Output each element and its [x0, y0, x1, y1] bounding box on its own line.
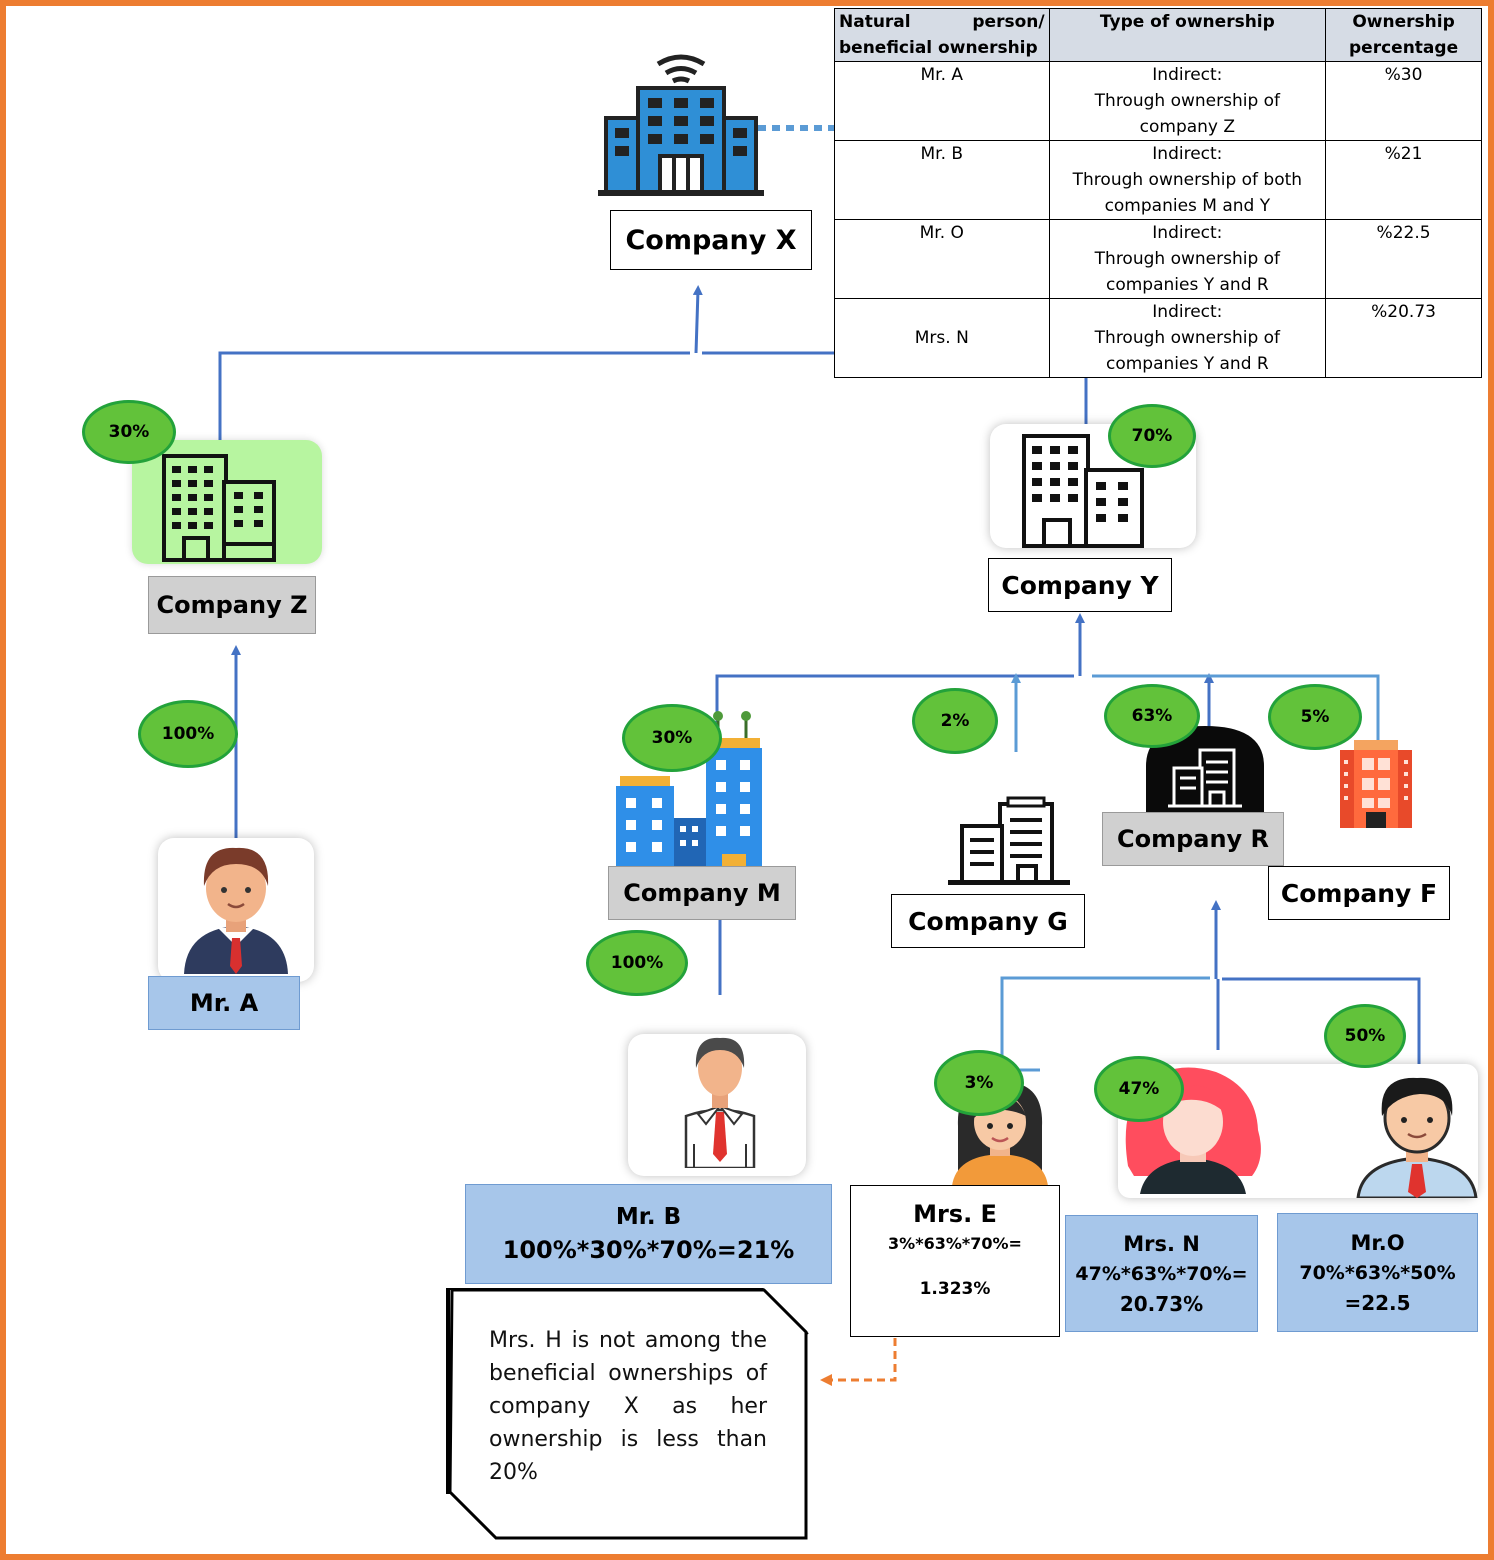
company-g-building-icon — [948, 796, 1070, 885]
table-cell-person: Mr. O — [834, 219, 1050, 299]
f-to-y-line — [1092, 674, 1380, 760]
badge-g-to-y: 2% — [912, 688, 998, 754]
badge-m-to-y: 30% — [622, 704, 722, 772]
table-cell-percentage: %20.73 — [1325, 298, 1482, 378]
badge-o-to-r: 50% — [1324, 1004, 1406, 1068]
table-cell-type: Indirect:Through ownership of companies … — [1048, 219, 1327, 299]
m-to-y-line — [715, 674, 1074, 722]
mr-b-name: Mr. B — [615, 1204, 682, 1230]
e-to-r-line — [1000, 976, 1210, 1066]
table-header-person: Natural person/ beneficial ownership — [834, 8, 1050, 62]
table-cell-person: Mr. A — [834, 61, 1050, 141]
table-cell-type: Indirect:Through ownership of both compa… — [1048, 140, 1327, 220]
company-m-building-icon — [616, 711, 762, 866]
table-row: Mr. O Indirect:Through ownership of comp… — [834, 219, 1482, 299]
table-cell-percentage: %22.5 — [1325, 219, 1482, 299]
mr-b-label: Mr. B 100%*30%*70%=21% — [465, 1184, 832, 1284]
note-shape — [446, 1288, 809, 1540]
company-x-label: Company X — [610, 210, 812, 270]
company-r-building-icon — [1146, 726, 1264, 814]
x-up-arrow — [692, 285, 703, 354]
badge-z-to-x: 30% — [82, 400, 176, 464]
badge-n-to-r: 47% — [1094, 1056, 1184, 1122]
mrs-e-label: Mrs. E 3%*63%*70%= 1.323% — [850, 1185, 1060, 1337]
table-cell-type: Indirect:Through ownership of company Z — [1048, 61, 1327, 141]
table-row: Mr. B Indirect:Through ownership of both… — [834, 140, 1482, 220]
mr-o-avatar-icon — [1356, 1077, 1478, 1198]
table-cell-type: Indirect:Through ownership of companies … — [1048, 298, 1327, 378]
note-text: Mrs. H is not among the beneficial owner… — [489, 1328, 767, 1485]
company-x-building-icon — [598, 54, 764, 196]
company-y-label: Company Y — [988, 558, 1172, 612]
table-header-type: Type of ownership — [1048, 8, 1327, 62]
company-f-label: Company F — [1268, 866, 1450, 920]
z-to-x-line — [218, 351, 690, 465]
company-m-label: Company M — [608, 866, 796, 920]
mrs-e-result: 1.323% — [919, 1279, 991, 1299]
badge-b-to-m: 100% — [586, 930, 688, 996]
mrs-n-label: Mrs. N 47%*63%*70%= 20.73% — [1065, 1215, 1258, 1332]
badge-f-to-y: 5% — [1268, 684, 1362, 750]
table-cell-person: Mr. B — [834, 140, 1050, 220]
mr-a-avatar-icon — [184, 847, 288, 974]
mrs-n-result: 20.73% — [1119, 1291, 1204, 1316]
table-row: Mr. A Indirect:Through ownership of comp… — [834, 61, 1482, 141]
mr-o-label: Mr.O 70%*63%*50% =22.5 — [1277, 1213, 1478, 1332]
mr-o-result: =22.5 — [1344, 1290, 1411, 1315]
mrs-n-formula: 47%*63%*70%= — [1075, 1262, 1248, 1285]
mr-o-formula: 70%*63%*50% — [1299, 1261, 1456, 1284]
o-to-r-line — [1222, 977, 1421, 1070]
mrs-e-name: Mrs. E — [913, 1200, 997, 1228]
table-cell-percentage: %21 — [1325, 140, 1482, 220]
mrs-e-formula: 3%*63%*70%= — [888, 1234, 1022, 1253]
table-header-row: Natural person/ beneficial ownership Typ… — [834, 8, 1482, 62]
company-r-label: Company R — [1102, 812, 1284, 866]
badge-r-to-y: 63% — [1104, 684, 1200, 748]
table-cell-percentage: %30 — [1325, 61, 1482, 141]
table-cell-person: Mrs. N — [834, 298, 1050, 378]
note-arrow — [820, 1338, 897, 1386]
company-y-building-icon — [1022, 434, 1144, 548]
table-row: Mrs. N Indirect:Through ownership of com… — [834, 298, 1482, 378]
ownership-table: Natural person/ beneficial ownership Typ… — [834, 8, 1482, 378]
mrs-n-name: Mrs. N — [1123, 1231, 1200, 1256]
mr-b-formula: 100%*30%*70%=21% — [502, 1236, 795, 1264]
company-z-building-icon — [162, 454, 276, 562]
mr-a-label: Mr. A — [148, 976, 300, 1030]
mr-b-avatar-icon — [684, 1037, 756, 1168]
company-g-label: Company G — [891, 894, 1085, 948]
company-f-building-icon — [1340, 740, 1412, 828]
badge-a-to-z: 100% — [138, 700, 238, 768]
table-header-percentage: Ownership percentage — [1325, 8, 1482, 62]
mr-o-name: Mr.O — [1350, 1230, 1405, 1255]
badge-y-to-x: 70% — [1108, 404, 1196, 468]
badge-e-to-r: 3% — [934, 1050, 1024, 1116]
company-z-label: Company Z — [148, 576, 316, 634]
